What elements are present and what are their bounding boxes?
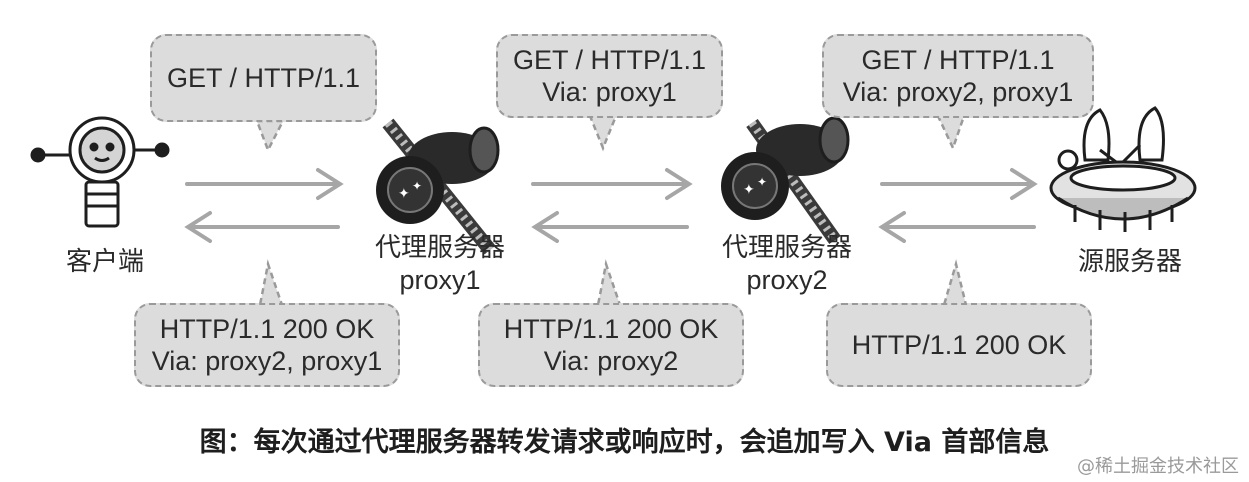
proxy2-satellite-icon: ✦ ✦ [721,116,850,245]
svg-text:✦: ✦ [743,182,755,198]
request-line: GET / HTTP/1.1 [861,45,1055,75]
via-header: Via: proxy2, proxy1 [151,346,383,376]
status-line: HTTP/1.1 200 OK [503,314,719,344]
request-bubble-client-to-proxy1: GET / HTTP/1.1 [150,34,377,122]
request-line: GET / HTTP/1.1 [166,63,361,93]
status-line: HTTP/1.1 200 OK [851,330,1067,360]
status-line: HTTP/1.1 200 OK [159,314,375,344]
proxy2-label: 代理服务器 proxy2 [707,232,867,296]
via-header: Via: proxy2 [543,346,679,376]
response-bubble-origin-to-proxy2: HTTP/1.1 200 OK [826,303,1092,387]
request-bubble-proxy1-to-proxy2: GET / HTTP/1.1 Via: proxy1 [496,34,723,118]
client-robot-icon [30,116,170,228]
proxy1-label: 代理服务器 proxy1 [360,232,520,296]
proxy1-satellite-icon: ✦ ✦ [376,118,500,255]
proxy1-name: proxy1 [399,265,481,295]
response-bubble-proxy2-to-proxy1: HTTP/1.1 200 OK Via: proxy2 [478,303,744,387]
via-header: Via: proxy1 [542,77,677,107]
client-label: 客户端 [65,247,144,277]
bubble-tails [255,114,968,307]
svg-text:✦: ✦ [412,179,422,193]
watermark: @稀土掘金技术社区 [1077,456,1239,477]
svg-text:✦: ✦ [398,186,410,202]
proxy2-name: proxy2 [746,265,828,295]
origin-server-ufo-icon [1049,106,1197,232]
origin-server-label: 源服务器 [1077,247,1182,277]
proxy1-title: 代理服务器 [374,233,505,263]
via-header: Via: proxy2, proxy1 [842,77,1074,107]
request-arrows [185,168,1038,200]
request-line: GET / HTTP/1.1 [512,45,707,75]
response-arrows [184,211,1036,243]
request-bubble-proxy2-to-origin: GET / HTTP/1.1 Via: proxy2, proxy1 [822,34,1094,118]
figure-caption: 图：每次通过代理服务器转发请求或响应时，会追加写入 Via 首部信息 [199,427,1050,458]
svg-text:✦: ✦ [757,175,767,189]
proxy2-title: 代理服务器 [721,233,852,263]
response-bubble-proxy1-to-client: HTTP/1.1 200 OK Via: proxy2, proxy1 [134,303,400,387]
